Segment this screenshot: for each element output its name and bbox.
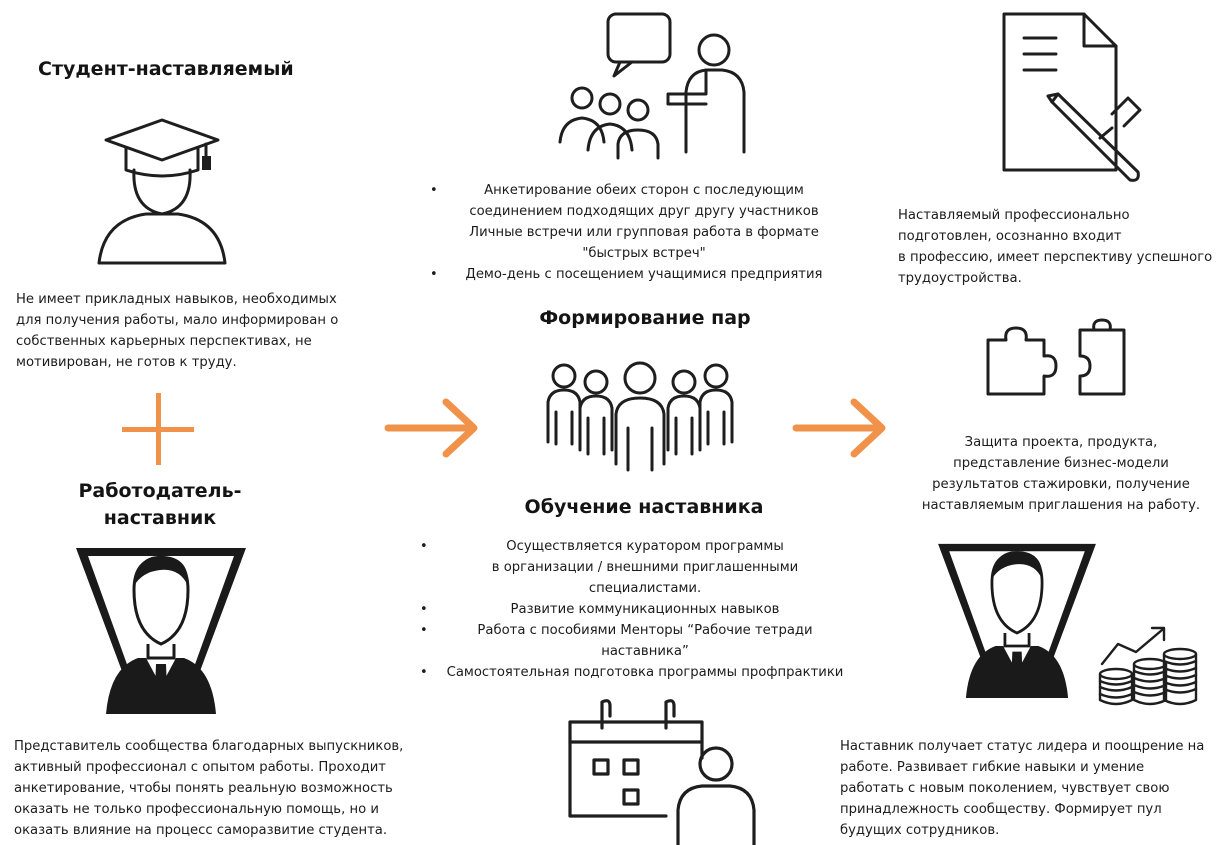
text-line: Самостоятельная подготовка программы про… — [446, 665, 844, 680]
group-people-icon — [546, 361, 734, 472]
student-title: Студент-наставляемый — [38, 58, 294, 80]
coins-growth-icon — [1098, 626, 1198, 706]
text-line: специалистами. — [588, 581, 702, 596]
mentor-training-title: Обучение наставника — [524, 496, 764, 518]
result-mentor-description: Наставник получает статус лидера и поощр… — [840, 736, 1232, 841]
employer-title: Работодатель- наставник — [60, 478, 260, 532]
text-line: трудоустройства. — [898, 271, 1022, 286]
text-line: оказать не только профессиональную помощ… — [14, 802, 379, 817]
text-line: Развитие коммуникационных навыков — [510, 602, 780, 617]
employer-description: Представитель сообщества благодарных вып… — [14, 736, 444, 841]
result-mentee-description: Наставляемый профессионально подготовлен… — [898, 205, 1232, 289]
right-arrow-icon — [792, 398, 886, 458]
list-item: Развитие коммуникационных навыков — [420, 599, 870, 620]
text-line: "быстрых встреч" — [582, 246, 706, 261]
text-line: работе. Развивает гибкие навыки и умение — [840, 760, 1145, 775]
text-line: Не имеет прикладных навыков, необходимых — [16, 292, 337, 307]
text-line: принадлежность сообществу. Формирует пул — [840, 802, 1162, 817]
mentor-training-bullet-list: Осуществляется куратором программы в орг… — [420, 536, 870, 683]
text-line: Демо-день с посещением учащимися предпри… — [465, 267, 823, 282]
text-line: оказать влияние на процесс саморазвитие … — [14, 823, 388, 838]
meeting-icon — [558, 12, 746, 160]
plus-icon: + — [122, 393, 194, 465]
text-line: будущих сотрудников. — [840, 823, 1000, 838]
text-line: Представитель сообщества благодарных вып… — [14, 739, 404, 754]
text-line: работать с новым поколением, чувствует с… — [840, 781, 1170, 796]
text-line: в профессию, имеет перспективу успешного — [898, 250, 1213, 265]
text-line: представление бизнес-модели — [953, 456, 1169, 471]
text-line: для получения работы, мало информирован … — [16, 313, 339, 328]
text-line: в организации / внешними приглашенными — [491, 560, 799, 575]
pairs-title: Формирование пар — [539, 307, 751, 329]
puzzle-icon — [986, 318, 1126, 396]
list-item: Осуществляется куратором программы в орг… — [420, 536, 870, 599]
text-line: Наставник получает статус лидера и поощр… — [840, 739, 1205, 754]
plus-symbol-text: + — [122, 393, 123, 394]
text-line: анкетирование, чтобы понять реальную воз… — [14, 781, 393, 796]
text-line: Защита проекта, продукта, — [964, 435, 1158, 450]
text-line: активный профессионал с опытом работы. П… — [14, 760, 386, 775]
calendar-person-icon — [568, 699, 756, 845]
text-line: Личные встречи или групповая работа в фо… — [469, 225, 819, 240]
text-line: результатов стажировки, получение — [932, 477, 1190, 492]
graduate-icon — [97, 118, 227, 265]
list-item: Демо-день с посещением учащимися предпри… — [424, 264, 864, 285]
text-line: Анкетирование обеих сторон с последующим — [484, 183, 804, 198]
businessman-icon — [938, 543, 1096, 698]
text-line: Работодатель- — [78, 480, 242, 502]
defense-description: Защита проекта, продукта, представление … — [890, 432, 1232, 516]
text-line: Осуществляется куратором программы — [506, 539, 784, 554]
text-line: мотивирован, не готов к труду. — [16, 355, 237, 370]
text-line: соединением подходящих друг другу участн… — [469, 204, 819, 219]
right-arrow-icon — [384, 398, 478, 458]
document-pen-icon — [1002, 12, 1142, 182]
pairs-bullet-list: Анкетирование обеих сторон с последующим… — [424, 180, 864, 285]
text-line: подготовлен, осознанно входит — [898, 229, 1122, 244]
list-item: Самостоятельная подготовка программы про… — [420, 662, 870, 683]
text-line: собственных карьерных перспективах, не — [16, 334, 312, 349]
list-item: Работа с пособиями Менторы “Рабочие тетр… — [420, 620, 870, 662]
text-line: Наставляемый профессионально — [898, 208, 1130, 223]
text-line: Работа с пособиями Менторы “Рабочие тетр… — [477, 623, 813, 638]
businessman-icon — [76, 548, 246, 714]
list-item: Анкетирование обеих сторон с последующим… — [424, 180, 864, 264]
text-line: наставник — [103, 507, 217, 529]
text-line: наставляемым приглашения на работу. — [921, 498, 1201, 513]
student-description: Не имеет прикладных навыков, необходимых… — [16, 289, 386, 373]
text-line: наставника” — [601, 644, 689, 659]
